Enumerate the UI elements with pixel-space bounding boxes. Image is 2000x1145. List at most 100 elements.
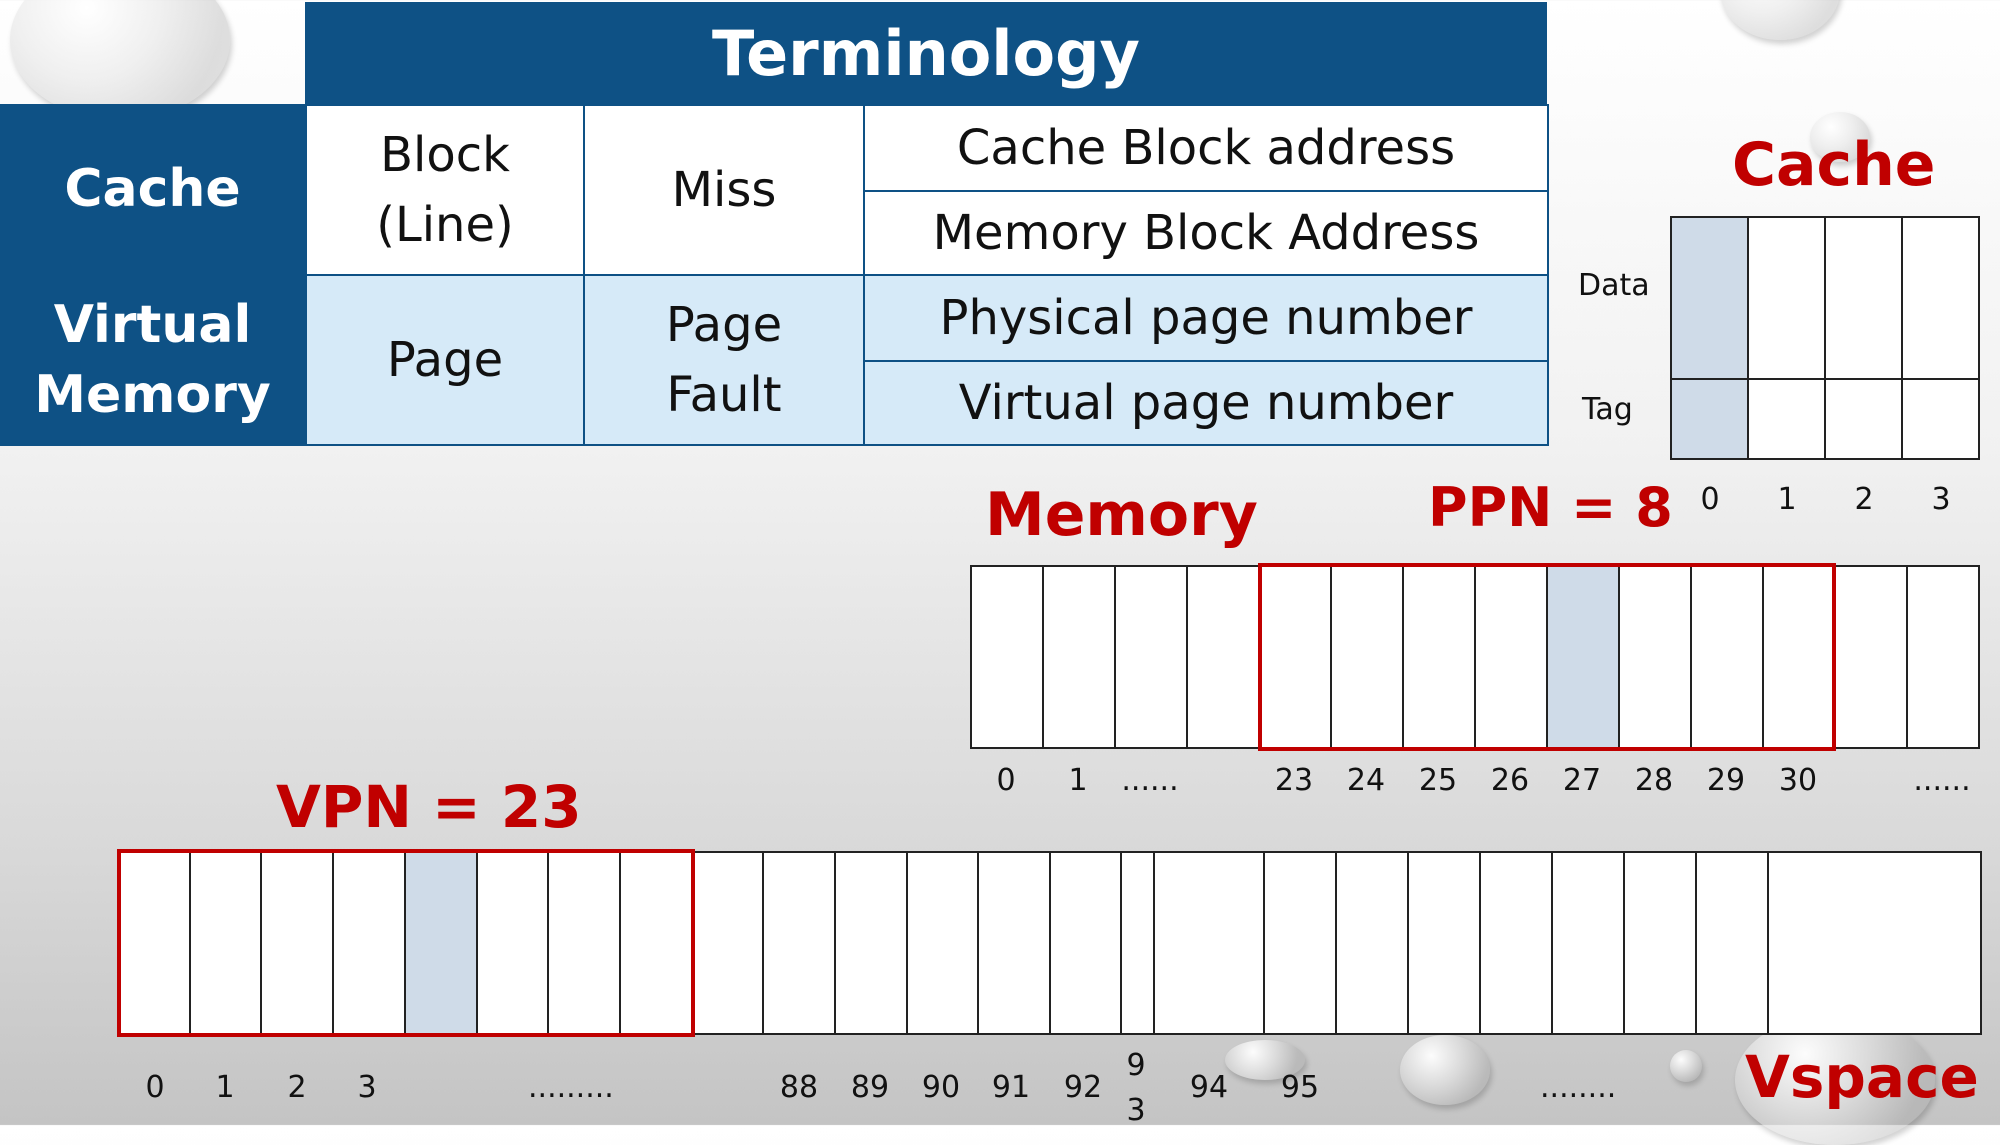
water-drop-decoration [1720, 0, 1840, 40]
vspace-cell [1049, 851, 1123, 1035]
cache-index-label: 1 [1777, 482, 1797, 517]
miss-cell: Miss [583, 104, 865, 276]
miss-line: Miss [671, 162, 777, 218]
cache-tag-cell [1670, 378, 1749, 460]
row-head-line: Cache [64, 159, 241, 219]
memory-cell [1402, 565, 1476, 749]
vspace-index-label: 1 [215, 1070, 235, 1105]
vspace-cell [1335, 851, 1409, 1035]
vspace-cell [1120, 851, 1155, 1035]
vspace-ellipsis: ........ [1540, 1070, 1617, 1105]
water-drop-decoration [1810, 112, 1870, 162]
address-text: Memory Block Address [932, 205, 1480, 261]
vspace-cell [260, 851, 334, 1035]
water-drop-decoration [1400, 1035, 1490, 1105]
address-cell: Virtual page number [863, 360, 1549, 446]
vspace-cell [1551, 851, 1625, 1035]
vspace-cell [977, 851, 1051, 1035]
vspace-cell [906, 851, 980, 1035]
address-cell: Memory Block Address [863, 190, 1549, 276]
vspace-index-label: 89 [850, 1070, 890, 1105]
cache-index-label: 0 [1700, 482, 1720, 517]
address-text: Cache Block address [956, 120, 1456, 176]
vspace-index-label: 88 [779, 1070, 819, 1105]
vspace-cell [834, 851, 908, 1035]
cache-tag-cell [1824, 378, 1903, 460]
water-drop-decoration [1225, 1040, 1305, 1080]
vspace-index-label: 95 [1280, 1070, 1320, 1105]
address-cell: Cache Block address [863, 104, 1549, 192]
vspace-cell [619, 851, 693, 1035]
vspace-ellipsis: ......... [528, 1070, 614, 1105]
memory-cell [1762, 565, 1836, 749]
row-head-line: Memory [34, 365, 271, 425]
vspace-index-label: 2 [287, 1070, 307, 1105]
vspace-cell [1407, 851, 1481, 1035]
vspace-cell [1695, 851, 1769, 1035]
vspace-index-label: 3 [357, 1070, 377, 1105]
cache-tag-cell [1901, 378, 1980, 460]
vspace-cell [476, 851, 550, 1035]
vspace-cell [547, 851, 621, 1035]
unit-line: Block [380, 127, 510, 183]
memory-title: Memory [985, 480, 1258, 550]
vspace-cell [404, 851, 478, 1035]
miss-line: Page [665, 297, 783, 353]
row-head-line: Virtual [53, 295, 252, 355]
vspace-index-label: 0 [145, 1070, 165, 1105]
unit-cell: Page [305, 274, 585, 446]
memory-index-label: 28 [1634, 763, 1674, 798]
cache-index-label: 3 [1931, 482, 1951, 517]
miss-line: Fault [666, 367, 782, 423]
cache-title: Cache [1732, 130, 1936, 200]
water-drop-decoration [10, 0, 230, 120]
memory-cell [1834, 565, 1908, 749]
memory-cell [1618, 565, 1692, 749]
vspace-cell [762, 851, 836, 1035]
cache-tag-label: Tag [1582, 392, 1633, 427]
vpn-label: VPN = 23 [276, 773, 582, 841]
vspace-cell [189, 851, 263, 1035]
memory-index-label: 0 [996, 763, 1016, 798]
vspace-index-label: 90 [921, 1070, 961, 1105]
memory-cell [1042, 565, 1116, 749]
row-head-virtual-memory: Virtual Memory [0, 274, 305, 446]
vspace-cell [691, 851, 765, 1035]
address-text: Virtual page number [958, 375, 1454, 431]
vspace-title: Vspace [1745, 1043, 1979, 1111]
vspace-cell [1767, 851, 1982, 1035]
address-cell: Physical page number [863, 274, 1549, 362]
vspace-index-label: 91 [991, 1070, 1031, 1105]
memory-index-label: 26 [1490, 763, 1530, 798]
cache-data-cell [1901, 216, 1980, 380]
vspace-cell [1153, 851, 1265, 1035]
memory-index-label: 29 [1706, 763, 1746, 798]
terminology-title: Terminology [305, 2, 1547, 104]
vspace-index-label-93-top: 9 [1126, 1048, 1146, 1083]
memory-cell [1906, 565, 1980, 749]
vspace-cell [1263, 851, 1337, 1035]
vspace-index-label: 92 [1063, 1070, 1103, 1105]
memory-index-label: 1 [1068, 763, 1088, 798]
memory-ellipsis: ...... [1913, 763, 1971, 798]
water-drop-decoration [1670, 1050, 1702, 1082]
unit-line: Page [386, 332, 504, 388]
memory-ellipsis: ...... [1121, 763, 1179, 798]
cache-tag-cell [1747, 378, 1826, 460]
memory-index-label: 24 [1346, 763, 1386, 798]
memory-cell [1690, 565, 1764, 749]
memory-index-label: 27 [1562, 763, 1602, 798]
vspace-index-label: 94 [1189, 1070, 1229, 1105]
row-head-cache: Cache [0, 104, 305, 274]
memory-index-label: 30 [1778, 763, 1818, 798]
memory-cell [1114, 565, 1188, 749]
memory-index-label: 25 [1418, 763, 1458, 798]
unit-cell: Block (Line) [305, 104, 585, 276]
memory-cell [1546, 565, 1620, 749]
memory-cell [1258, 565, 1332, 749]
memory-cell [1330, 565, 1404, 749]
ppn-label: PPN = 8 [1428, 476, 1673, 539]
memory-cell [970, 565, 1044, 749]
cache-data-label: Data [1578, 268, 1650, 303]
cache-data-cell [1670, 216, 1749, 380]
